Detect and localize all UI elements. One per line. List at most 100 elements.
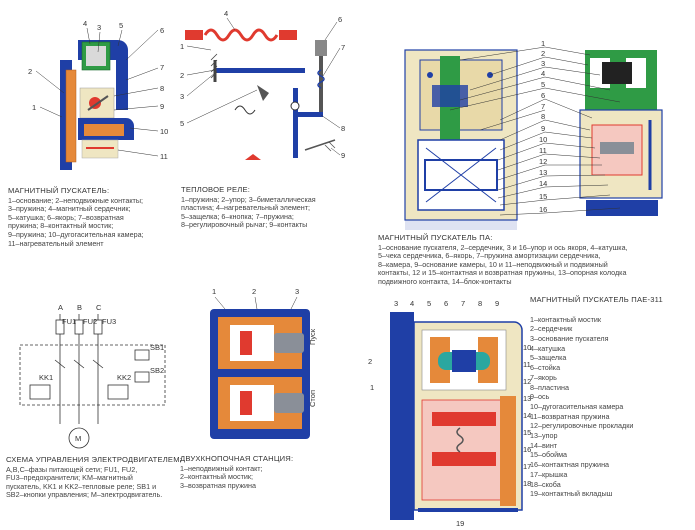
callout-13: 13: [539, 168, 547, 177]
legend-item: 18–скоба: [530, 479, 561, 489]
callout-10: 10: [160, 127, 168, 136]
legend-item: 13–упор: [530, 431, 558, 441]
callout-13: 13: [523, 394, 531, 403]
caption-line: 3–возвратная пружина: [180, 480, 257, 490]
legend-item: 2–сердечник: [530, 324, 573, 334]
callout-10: 10: [539, 135, 547, 144]
legend-item: 19–контактный вкладыш: [530, 489, 613, 499]
callout-7: 7: [160, 63, 164, 72]
legend-item: 6–стойка: [530, 363, 561, 373]
caption-line: контакты, 12 и 15–контактная и возвратна…: [378, 268, 627, 278]
callout-16: 16: [539, 205, 547, 214]
control-circuit-drawing: A B C M FU1 FU2 FU3 KK1 KK2 SB1 SB2: [19, 303, 166, 449]
callout-6: 6: [444, 299, 448, 308]
caption-line: FU3–предохранители; KM–магнитный: [6, 473, 133, 483]
callout-2: 2: [541, 49, 545, 58]
callout-9: 9: [495, 299, 499, 308]
callout-7: 7: [341, 43, 345, 52]
magnetic-starter-caption: МАГНИТНЫЙ ПУСКАТЕЛЬ: 1–основание; 2–непо…: [8, 186, 144, 248]
legend-item: 17–крышка: [530, 469, 568, 479]
callout-15: 15: [523, 428, 531, 437]
callout-14: 14: [523, 411, 531, 420]
legend-item: 11–возвратная пружина: [530, 411, 610, 421]
callout-8: 8: [478, 299, 482, 308]
magnetic-starter-drawing: 1 2 3 4 5 6 7 8 9 10 11: [28, 19, 168, 170]
callout-16: 16: [523, 445, 531, 454]
fu2-label: FU2: [83, 317, 97, 326]
caption-line: A,B,C–фазы питающей сети; FU1, FU2,: [6, 464, 138, 474]
legend-item: 15–обойма: [530, 450, 568, 460]
callout-5: 5: [180, 119, 184, 128]
legend-item: 16–контактная пружина: [530, 460, 610, 470]
callout-10: 10: [523, 343, 531, 352]
callout-4: 4: [410, 299, 414, 308]
panel-magnetic-starter: 1 2 3 4 5 6 7 8 9 10 11 МАГНИТНЫЙ ПУСКАТ…: [0, 0, 175, 260]
callout-7: 7: [541, 102, 545, 111]
callout-1: 1: [541, 39, 545, 48]
legend-item: 4–катушка: [530, 343, 566, 353]
callout-12: 12: [523, 377, 531, 386]
callout-8: 8: [541, 112, 545, 121]
caption-line: 1–пружина; 2–упор; 3–биметаллическая: [181, 194, 316, 204]
phase-c-label: C: [96, 303, 102, 312]
caption-line: 8–камера, 9–основание камеры, 10 и 11–не…: [378, 259, 608, 269]
callout-3: 3: [541, 59, 545, 68]
legend-item: 1–контактный мостик: [530, 314, 602, 324]
callout-11: 11: [539, 146, 547, 155]
callout-2: 2: [368, 357, 372, 366]
callout-5: 5: [119, 21, 123, 30]
fu3-label: FU3: [102, 317, 116, 326]
legend-item: 7–якорь: [530, 372, 557, 382]
caption-line: 11–нагревательный элемент: [8, 238, 104, 248]
panel-thermal-relay: 1 2 3 4 5 6 7 8 9 ТЕПЛОВОЕ РЕЛЕ: 1–пружи…: [175, 0, 365, 260]
callout-3: 3: [180, 92, 184, 101]
callout-1: 1: [370, 383, 374, 392]
caption-line: 8–регулировочный рычаг; 9–контакты: [181, 220, 308, 230]
legend-item: 14–винт: [530, 440, 558, 450]
callout-2: 2: [180, 71, 184, 80]
callout-6: 6: [541, 91, 545, 100]
callout-3: 3: [97, 23, 101, 32]
thermal-relay-drawing: 1 2 3 4 5 6 7 8 9: [180, 9, 345, 160]
callout-6: 6: [338, 15, 342, 24]
caption-line: SB2–кнопки управления; M–электродвигател…: [6, 490, 163, 500]
phase-a-label: A: [58, 303, 63, 312]
caption-line: 9–пружина; 10–дугогасительная камера;: [8, 229, 144, 239]
caption-line: пластина; 4–нагревательный элемент;: [181, 203, 311, 213]
callout-1: 1: [212, 287, 216, 296]
callout-15: 15: [539, 192, 547, 201]
caption-title: МАГНИТНЫЙ ПУСКАТЕЛЬ ПА:: [378, 233, 493, 242]
callout-19: 19: [456, 519, 464, 528]
callout-2: 2: [252, 287, 256, 296]
legend-item: 9–ось: [530, 392, 550, 402]
legend-item: 10–дугогасительная камера: [530, 401, 624, 411]
caption-line: 3–пружина; 4–магнитный сердечник;: [8, 204, 131, 214]
callout-18: 18: [523, 479, 531, 488]
caption-line: 5–катушка; 6–якорь; 7–возвратная: [8, 212, 124, 222]
panel-starter-pae-311: 3 4 5 6 7 8 9 2 1 10 11 12 13 14 15 16 1…: [360, 292, 695, 530]
caption-line: 1–основание пускателя, 2–сердечник, 3 и …: [378, 242, 628, 252]
callout-4: 4: [83, 19, 87, 28]
callout-9: 9: [341, 151, 345, 160]
callout-6: 6: [160, 26, 164, 35]
kk1-label: KK1: [39, 373, 53, 382]
caption-line: 5–защелка; 6–кнопка; 7–пружина;: [181, 211, 294, 221]
sb2-label: SB2: [150, 366, 164, 375]
callout-1: 1: [32, 103, 36, 112]
panel-control-circuit: A B C M FU1 FU2 FU3 KK1 KK2 SB1 SB2 СХЕМ…: [0, 290, 195, 530]
legend-item: 3–основание пускателя: [530, 334, 609, 343]
caption-line: подвижного контакта, 14–блок-контакты: [378, 276, 512, 286]
sb1-label: SB1: [150, 343, 164, 352]
stop-button-label: Стоп: [308, 390, 317, 407]
caption-line: 5–чека сердечника, 6–якорь, 7–пружина ам…: [378, 251, 601, 261]
callout-3: 3: [295, 287, 299, 296]
callout-8: 8: [341, 124, 345, 133]
starter-pae-311-caption: МАГНИТНЫЙ ПУСКАТЕЛЬ ПАЕ-311 1–контактный…: [530, 295, 663, 499]
legend-item: 8–пластина: [530, 382, 569, 392]
callout-17: 17: [523, 462, 531, 471]
callout-9: 9: [541, 124, 545, 133]
callout-5: 5: [427, 299, 431, 308]
caption-line: 1–неподвижный контакт;: [180, 463, 263, 473]
callout-2: 2: [28, 67, 32, 76]
caption-title: СХЕМА УПРАВЛЕНИЯ ЭЛЕКТРОДВИГАТЕЛЕМ:: [6, 455, 183, 464]
